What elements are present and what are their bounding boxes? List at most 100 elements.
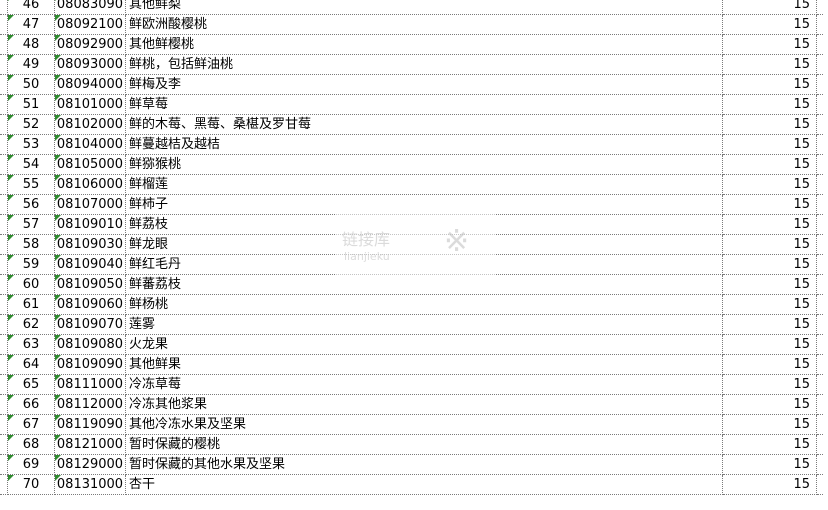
- row-edge-cell[interactable]: [0, 114, 8, 135]
- tariff-rate-cell[interactable]: 15: [722, 94, 817, 115]
- tariff-rate-cell[interactable]: 15: [722, 174, 817, 195]
- tariff-rate-cell[interactable]: 15: [722, 354, 817, 375]
- row-index-cell[interactable]: 56: [7, 194, 55, 215]
- tariff-rate-cell[interactable]: 15: [722, 214, 817, 235]
- row-edge-cell[interactable]: [0, 74, 8, 95]
- row-tail-cell[interactable]: [816, 234, 823, 255]
- row-tail-cell[interactable]: [816, 194, 823, 215]
- tariff-rate-cell[interactable]: 15: [722, 474, 817, 495]
- row-index-cell[interactable]: 58: [7, 234, 55, 255]
- hs-code-cell[interactable]: 08083090: [54, 0, 126, 15]
- row-edge-cell[interactable]: [0, 134, 8, 155]
- tariff-rate-cell[interactable]: 15: [722, 314, 817, 335]
- row-edge-cell[interactable]: [0, 414, 8, 435]
- row-tail-cell[interactable]: [816, 54, 823, 75]
- row-tail-cell[interactable]: [816, 294, 823, 315]
- hs-code-cell[interactable]: 08107000: [54, 194, 126, 215]
- hs-code-cell[interactable]: 08101000: [54, 94, 126, 115]
- row-tail-cell[interactable]: [816, 394, 823, 415]
- tariff-rate-cell[interactable]: 15: [722, 234, 817, 255]
- product-name-cell[interactable]: 暂时保藏的樱桃: [125, 434, 723, 455]
- row-tail-cell[interactable]: [816, 434, 823, 455]
- row-tail-cell[interactable]: [816, 74, 823, 95]
- tariff-rate-cell[interactable]: 15: [722, 0, 817, 15]
- row-index-cell[interactable]: 69: [7, 454, 55, 475]
- product-name-cell[interactable]: 鲜梅及李: [125, 74, 723, 95]
- row-edge-cell[interactable]: [0, 194, 8, 215]
- tariff-rate-cell[interactable]: 15: [722, 294, 817, 315]
- product-name-cell[interactable]: 鲜蔓越桔及越桔: [125, 134, 723, 155]
- row-tail-cell[interactable]: [816, 374, 823, 395]
- row-tail-cell[interactable]: [816, 114, 823, 135]
- row-tail-cell[interactable]: [816, 354, 823, 375]
- row-index-cell[interactable]: 59: [7, 254, 55, 275]
- product-name-cell[interactable]: 鲜草莓: [125, 94, 723, 115]
- product-name-cell[interactable]: 其他鲜果: [125, 354, 723, 375]
- row-edge-cell[interactable]: [0, 154, 8, 175]
- row-index-cell[interactable]: 48: [7, 34, 55, 55]
- hs-code-cell[interactable]: 08094000: [54, 74, 126, 95]
- tariff-rate-cell[interactable]: 15: [722, 394, 817, 415]
- hs-code-cell[interactable]: 08109010: [54, 214, 126, 235]
- tariff-rate-cell[interactable]: 15: [722, 154, 817, 175]
- hs-code-cell[interactable]: 08131000: [54, 474, 126, 495]
- tariff-rate-cell[interactable]: 15: [722, 54, 817, 75]
- hs-code-cell[interactable]: 08119090: [54, 414, 126, 435]
- row-edge-cell[interactable]: [0, 174, 8, 195]
- hs-code-cell[interactable]: 08109050: [54, 274, 126, 295]
- row-index-cell[interactable]: 52: [7, 114, 55, 135]
- row-edge-cell[interactable]: [0, 314, 8, 335]
- product-name-cell[interactable]: 莲雾: [125, 314, 723, 335]
- product-name-cell[interactable]: 鲜欧洲酸樱桃: [125, 14, 723, 35]
- row-edge-cell[interactable]: [0, 34, 8, 55]
- row-edge-cell[interactable]: [0, 434, 8, 455]
- row-index-cell[interactable]: 51: [7, 94, 55, 115]
- row-edge-cell[interactable]: [0, 394, 8, 415]
- product-name-cell[interactable]: 鲜榴莲: [125, 174, 723, 195]
- hs-code-cell[interactable]: 08111000: [54, 374, 126, 395]
- product-name-cell[interactable]: 鲜的木莓、黑莓、桑椹及罗甘莓: [125, 114, 723, 135]
- tariff-rate-cell[interactable]: 15: [722, 254, 817, 275]
- row-edge-cell[interactable]: [0, 14, 8, 35]
- hs-code-cell[interactable]: 08121000: [54, 434, 126, 455]
- tariff-rate-cell[interactable]: 15: [722, 274, 817, 295]
- hs-code-cell[interactable]: 08129000: [54, 454, 126, 475]
- hs-code-cell[interactable]: 08109060: [54, 294, 126, 315]
- product-name-cell[interactable]: 其他鲜梨: [125, 0, 723, 15]
- hs-code-cell[interactable]: 08106000: [54, 174, 126, 195]
- row-edge-cell[interactable]: [0, 274, 8, 295]
- row-tail-cell[interactable]: [816, 334, 823, 355]
- product-name-cell[interactable]: 其他鲜樱桃: [125, 34, 723, 55]
- tariff-rate-cell[interactable]: 15: [722, 134, 817, 155]
- row-edge-cell[interactable]: [0, 94, 8, 115]
- hs-code-cell[interactable]: 08109030: [54, 234, 126, 255]
- row-edge-cell[interactable]: [0, 214, 8, 235]
- hs-code-cell[interactable]: 08109090: [54, 354, 126, 375]
- row-index-cell[interactable]: 66: [7, 394, 55, 415]
- hs-code-cell[interactable]: 08109080: [54, 334, 126, 355]
- product-name-cell[interactable]: 冷冻其他浆果: [125, 394, 723, 415]
- row-tail-cell[interactable]: [816, 14, 823, 35]
- row-tail-cell[interactable]: [816, 214, 823, 235]
- tariff-rate-cell[interactable]: 15: [722, 454, 817, 475]
- product-name-cell[interactable]: 鲜荔枝: [125, 214, 723, 235]
- row-index-cell[interactable]: 53: [7, 134, 55, 155]
- product-name-cell[interactable]: 鲜红毛丹: [125, 254, 723, 275]
- row-tail-cell[interactable]: [816, 34, 823, 55]
- hs-code-cell[interactable]: 08112000: [54, 394, 126, 415]
- hs-code-cell[interactable]: 08109040: [54, 254, 126, 275]
- row-edge-cell[interactable]: [0, 54, 8, 75]
- product-name-cell[interactable]: 鲜杨桃: [125, 294, 723, 315]
- row-tail-cell[interactable]: [816, 474, 823, 495]
- tariff-rate-cell[interactable]: 15: [722, 74, 817, 95]
- hs-code-cell[interactable]: 08102000: [54, 114, 126, 135]
- product-name-cell[interactable]: 冷冻草莓: [125, 374, 723, 395]
- row-tail-cell[interactable]: [816, 174, 823, 195]
- hs-code-cell[interactable]: 08104000: [54, 134, 126, 155]
- hs-code-cell[interactable]: 08093000: [54, 54, 126, 75]
- row-edge-cell[interactable]: [0, 234, 8, 255]
- row-index-cell[interactable]: 70: [7, 474, 55, 495]
- tariff-rate-cell[interactable]: 15: [722, 14, 817, 35]
- product-name-cell[interactable]: 火龙果: [125, 334, 723, 355]
- row-index-cell[interactable]: 46: [7, 0, 55, 15]
